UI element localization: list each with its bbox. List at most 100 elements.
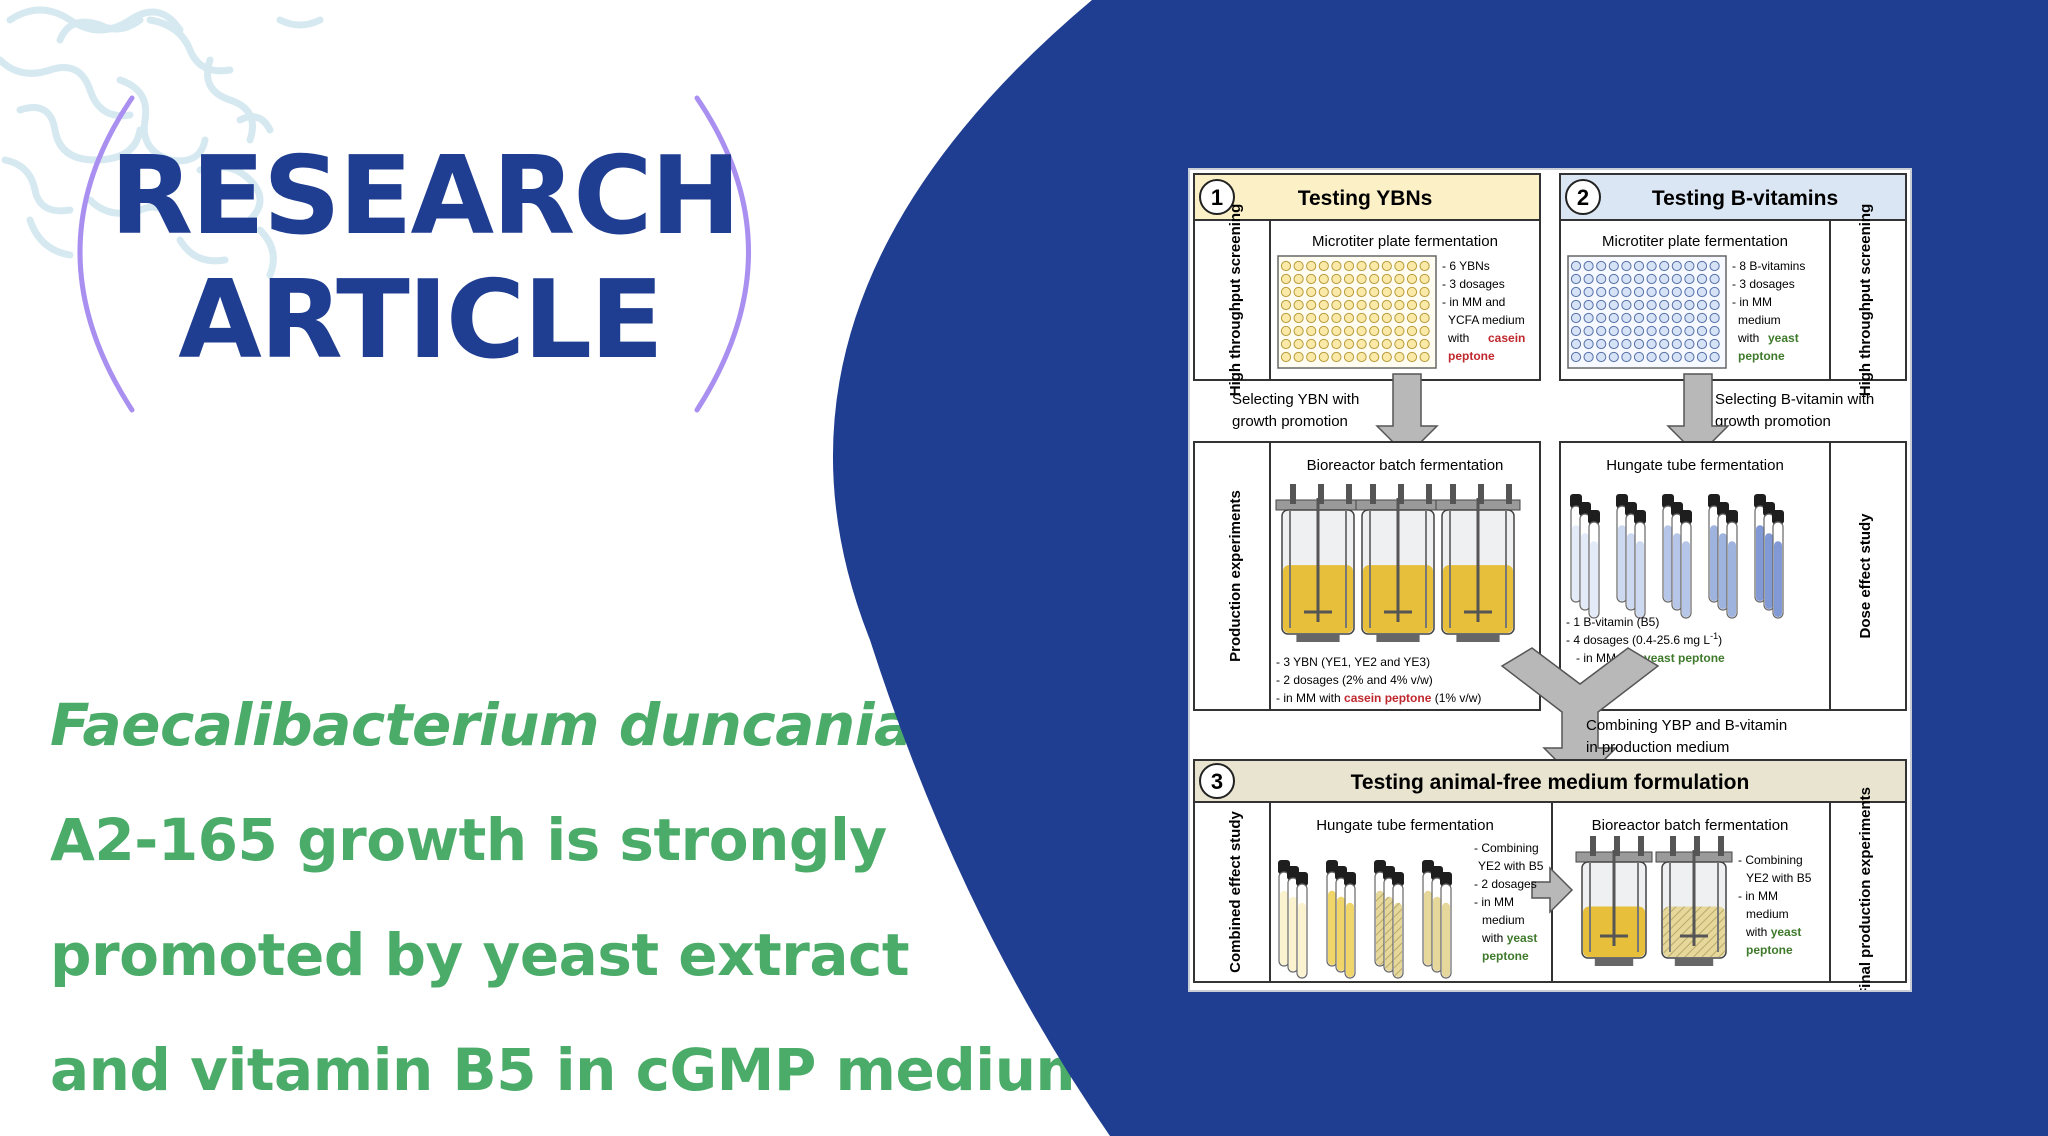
reactor-port xyxy=(1694,836,1700,856)
reactor-port xyxy=(1346,484,1352,504)
plate-well xyxy=(1596,325,1607,337)
tube-liquid xyxy=(1765,533,1773,609)
plate-well xyxy=(1394,351,1405,363)
plate-well xyxy=(1343,351,1355,363)
plate-well xyxy=(1331,286,1342,298)
plate-well xyxy=(1293,260,1304,272)
panel-3-number-badge xyxy=(1199,763,1235,799)
plate-well xyxy=(1659,286,1670,298)
panel-3-header xyxy=(1193,759,1907,803)
plate-well xyxy=(1318,325,1329,337)
reactor-base xyxy=(1594,958,1634,966)
plate-well xyxy=(1646,299,1657,311)
dose-subtitle: Hungate tube fermentation xyxy=(1606,457,1784,474)
arrow-right xyxy=(1531,866,1574,914)
plate-well xyxy=(1280,338,1292,350)
abstract-diagram: 1 Testing YBNs High throughput screening… xyxy=(1193,173,1907,997)
tube-cap xyxy=(1671,502,1683,516)
combined-bullet-4: - in MM xyxy=(1474,895,1514,909)
plate-well xyxy=(1671,260,1682,272)
plate-well xyxy=(1608,312,1619,324)
plate-well xyxy=(1659,273,1670,285)
plate-well xyxy=(1671,325,1682,337)
plate-well xyxy=(1596,312,1607,324)
production-side-label: Production experiments xyxy=(1227,490,1244,662)
plate-well xyxy=(1646,273,1657,285)
combined-side-label: Combined effect study xyxy=(1227,811,1244,973)
plate-well xyxy=(1671,299,1682,311)
plate-well xyxy=(1331,260,1342,272)
reactor-port xyxy=(1426,484,1432,504)
plate-well xyxy=(1646,351,1657,363)
tube-cap xyxy=(1726,510,1738,524)
graphical-abstract: 1 Testing YBNs High throughput screening… xyxy=(1190,170,1910,997)
panel-2-header xyxy=(1559,173,1907,221)
plate-well xyxy=(1684,312,1695,324)
plate-well xyxy=(1381,260,1392,272)
tube-liquid xyxy=(1289,896,1297,971)
species-name: Faecalibacterium duncaniae xyxy=(50,691,952,759)
panel-1-number: 1 xyxy=(1211,185,1223,210)
plate-well xyxy=(1608,286,1619,298)
panel-3-number: 3 xyxy=(1211,769,1223,794)
final-subtitle: Bioreactor batch fermentation xyxy=(1592,817,1789,834)
plate-well xyxy=(1570,325,1582,337)
plate-well xyxy=(1343,299,1355,311)
tube-liquid xyxy=(1328,890,1336,965)
plate-well xyxy=(1608,338,1619,350)
plate-well xyxy=(1306,286,1317,298)
plate-well xyxy=(1306,351,1317,363)
plate-well xyxy=(1356,260,1367,272)
plate-well xyxy=(1331,273,1342,285)
plate-well xyxy=(1646,260,1657,272)
reactor-base xyxy=(1296,634,1340,642)
plate-well xyxy=(1583,273,1594,285)
plate-well xyxy=(1306,260,1317,272)
plate-well xyxy=(1331,351,1342,363)
plate-well xyxy=(1394,286,1405,298)
p2-bullet-2: - 3 dosages xyxy=(1732,277,1795,291)
plate-well xyxy=(1608,260,1619,272)
reactor-port xyxy=(1590,836,1596,856)
plate-well xyxy=(1570,260,1582,272)
tube-liquid xyxy=(1298,902,1306,977)
plate-well xyxy=(1369,286,1380,298)
plate-well xyxy=(1596,299,1607,311)
title-line-1: RESEARCH xyxy=(110,134,741,259)
plate-well xyxy=(1369,273,1380,285)
tube-cap xyxy=(1440,872,1452,886)
plate-2-wells xyxy=(1570,260,1720,363)
reactor-port xyxy=(1638,836,1644,856)
plate-well xyxy=(1280,312,1292,324)
p1-bullet-1: - 6 YBNs xyxy=(1442,259,1490,273)
plate-well xyxy=(1318,351,1329,363)
plate-well xyxy=(1684,325,1695,337)
reactor-port xyxy=(1318,484,1324,504)
plate-well xyxy=(1696,312,1708,324)
plate-well xyxy=(1331,312,1342,324)
plate-well xyxy=(1709,325,1720,337)
plate-well xyxy=(1394,338,1405,350)
p2-bullet-4: medium xyxy=(1738,313,1781,327)
plate-well xyxy=(1621,260,1632,272)
plate-well xyxy=(1343,273,1355,285)
plate-well xyxy=(1318,273,1329,285)
plate-well xyxy=(1293,351,1304,363)
production-subtitle: Bioreactor batch fermentation xyxy=(1307,457,1504,474)
reactor-base xyxy=(1456,634,1500,642)
combined-subtitle: Hungate tube fermentation xyxy=(1316,817,1494,834)
plate-well xyxy=(1684,260,1695,272)
plate-well xyxy=(1583,286,1594,298)
plate-well xyxy=(1419,338,1430,350)
plate-well xyxy=(1608,351,1619,363)
plate-well xyxy=(1293,286,1304,298)
plate-well xyxy=(1696,351,1708,363)
plate-well xyxy=(1394,299,1405,311)
reactor-port xyxy=(1506,484,1512,504)
plate-well xyxy=(1280,299,1292,311)
plate-well xyxy=(1633,273,1645,285)
tube-cap xyxy=(1392,872,1404,886)
hungate-tubes-blue xyxy=(1570,494,1784,619)
reactor-port xyxy=(1718,836,1724,856)
final-bullet-2: YE2 with B5 xyxy=(1746,871,1812,885)
